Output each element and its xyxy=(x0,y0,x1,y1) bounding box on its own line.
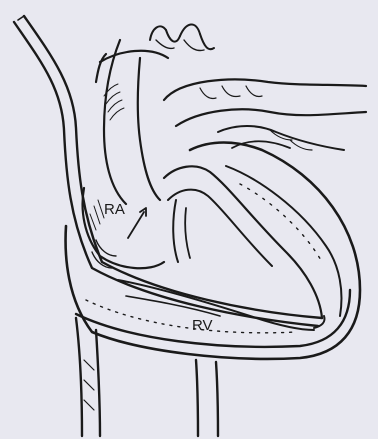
label-right-ventricle: RV xyxy=(192,317,213,334)
ra-pointer-arrow xyxy=(128,208,146,238)
pacing-catheter xyxy=(14,16,325,328)
aortic-arch xyxy=(96,24,214,120)
label-right-atrium: RA xyxy=(104,201,125,218)
great-vessels xyxy=(104,40,366,204)
pulmonary-arteries xyxy=(218,126,344,150)
cardiac-chambers xyxy=(83,166,342,330)
